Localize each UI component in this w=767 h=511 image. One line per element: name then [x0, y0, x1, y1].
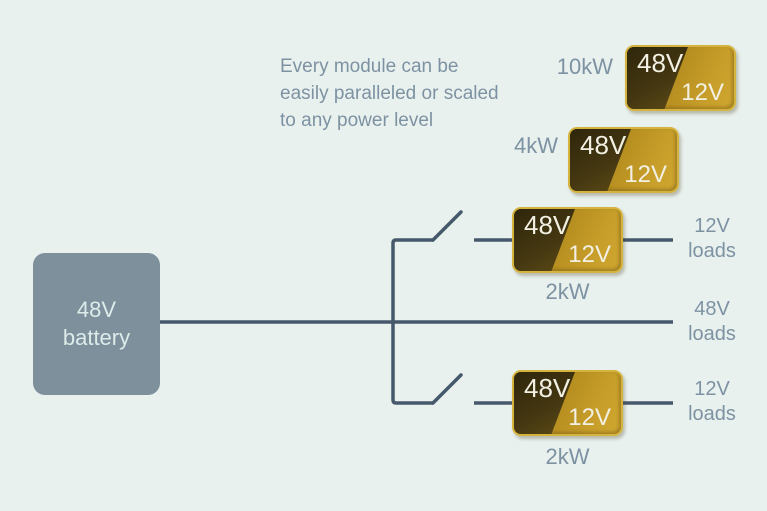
converter-module-4kw: 48V 12V	[568, 127, 679, 193]
load-voltage: 12V	[694, 215, 730, 237]
battery-word-label: battery	[62, 325, 131, 350]
battery-box: 48V battery	[33, 253, 160, 395]
power-label-10kw: 10kW	[556, 54, 613, 79]
battery-voltage-label: 48V	[76, 297, 117, 322]
load-label-12v-upper: 12V loads	[677, 214, 747, 264]
load-label-48v: 48V loads	[677, 297, 747, 347]
module-input-voltage: 48V	[524, 373, 571, 403]
wire-branch-vertical	[391, 238, 433, 405]
load-voltage: 48V	[694, 298, 730, 320]
converter-module-10kw: 48V 12V	[625, 45, 736, 111]
power-label-4kw: 4kW	[514, 133, 558, 158]
power-label-2kw-lower: 2kW	[545, 444, 590, 469]
module-output-voltage: 12V	[568, 404, 611, 431]
module-input-voltage: 48V	[580, 130, 627, 160]
load-word: loads	[688, 323, 736, 345]
module-input-voltage: 48V	[637, 48, 684, 78]
load-label-12v-lower: 12V loads	[677, 377, 747, 427]
module-output-voltage: 12V	[624, 161, 667, 188]
converter-module-2kw-lower: 48V 12V	[512, 370, 623, 436]
module-output-voltage: 12V	[681, 79, 724, 106]
annotation-line: to any power level	[280, 110, 434, 131]
switch-lower-icon	[431, 373, 463, 405]
module-output-voltage: 12V	[568, 241, 611, 268]
power-label-2kw-upper: 2kW	[545, 279, 590, 304]
converter-module-2kw-upper: 48V 12V	[512, 207, 623, 273]
switch-upper-icon	[431, 210, 463, 242]
load-word: loads	[688, 403, 736, 425]
load-voltage: 12V	[694, 378, 730, 400]
load-word: loads	[688, 240, 736, 262]
module-input-voltage: 48V	[524, 210, 571, 240]
annotation-text: Every module can be easily paralleled or…	[280, 53, 499, 134]
annotation-line: easily paralleled or scaled	[280, 83, 499, 104]
annotation-line: Every module can be	[280, 56, 459, 77]
